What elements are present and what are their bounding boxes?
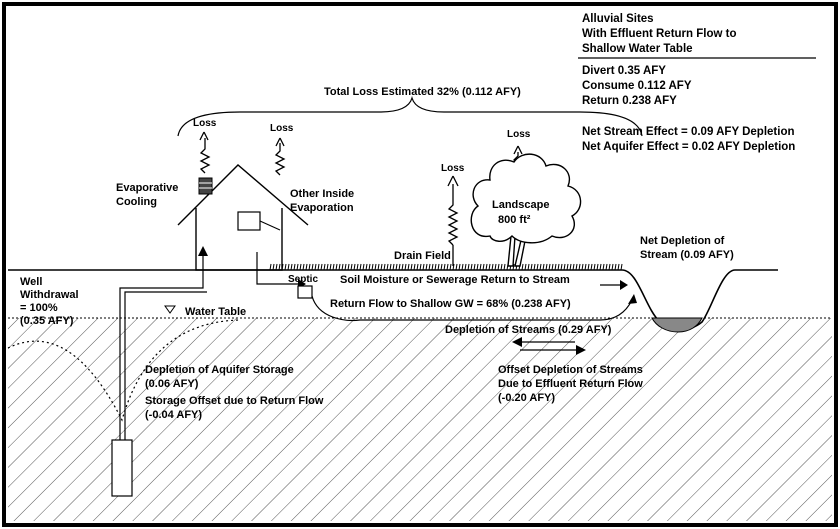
well-screen <box>112 440 132 496</box>
septic-tank <box>298 286 312 298</box>
total-loss-label: Total Loss Estimated 32% (0.112 AFY) <box>324 86 521 98</box>
net-depletion-label: Stream (0.09 AFY) <box>640 249 734 261</box>
evaporative-cooling-label: Cooling <box>116 196 157 208</box>
well-withdrawal-label: = 100% <box>20 302 58 314</box>
budget-consume: Consume 0.112 AFY <box>582 80 692 92</box>
budget-return: Return 0.238 AFY <box>582 95 677 107</box>
header-title-line: Shallow Water Table <box>582 43 693 55</box>
loss-label-tree: Loss <box>507 129 531 140</box>
header-title-line: With Effluent Return Flow to <box>582 28 736 40</box>
house-window <box>238 212 260 230</box>
loss-label-inside: Loss <box>270 123 294 134</box>
storage-offset-label: (-0.04 AFY) <box>145 409 202 421</box>
offset-depletion-label: (-0.20 AFY) <box>498 392 555 404</box>
loss-label-cooling: Loss <box>193 118 217 129</box>
other-inside-label: Other Inside <box>290 188 354 200</box>
other-inside-label: Evaporation <box>290 202 354 214</box>
well-withdrawal-label: Well <box>20 276 42 288</box>
water-table-label: Water Table <box>185 306 246 318</box>
loss-label-landscape: Loss <box>441 163 465 174</box>
landscape-label: Landscape <box>492 199 549 211</box>
well-withdrawal-label: Withdrawal <box>20 289 79 301</box>
depletion-aquifer-label: Depletion of Aquifer Storage <box>145 364 294 376</box>
storage-offset-label: Storage Offset due to Return Flow <box>145 395 324 407</box>
drain-field-label: Drain Field <box>394 250 451 262</box>
evaporative-cooling-label: Evaporative <box>116 182 178 194</box>
header-title-line: Alluvial Sites <box>582 13 654 25</box>
net-depletion-label: Net Depletion of <box>640 235 725 247</box>
evaporative-cooler <box>199 178 212 194</box>
net-stream-effect: Net Stream Effect = 0.09 AFY Depletion <box>582 126 795 138</box>
budget-divert: Divert 0.35 AFY <box>582 65 666 77</box>
offset-depletion-label: Offset Depletion of Streams <box>498 364 643 376</box>
septic-label: Septic <box>288 274 318 285</box>
well-withdrawal-label: (0.35 AFY) <box>20 315 74 327</box>
return-flow-label: Return Flow to Shallow GW = 68% (0.238 A… <box>330 298 571 310</box>
net-aquifer-effect: Net Aquifer Effect = 0.02 AFY Depletion <box>582 141 795 153</box>
landscape-area-label: 800 ft² <box>498 214 531 226</box>
soil-moisture-label: Soil Moisture or Sewerage Return to Stre… <box>340 274 570 286</box>
depletion-aquifer-label: (0.06 AFY) <box>145 378 199 390</box>
offset-depletion-label: Due to Effluent Return Flow <box>498 378 643 390</box>
depletion-streams-label: Depletion of Streams (0.29 AFY) <box>445 324 612 336</box>
